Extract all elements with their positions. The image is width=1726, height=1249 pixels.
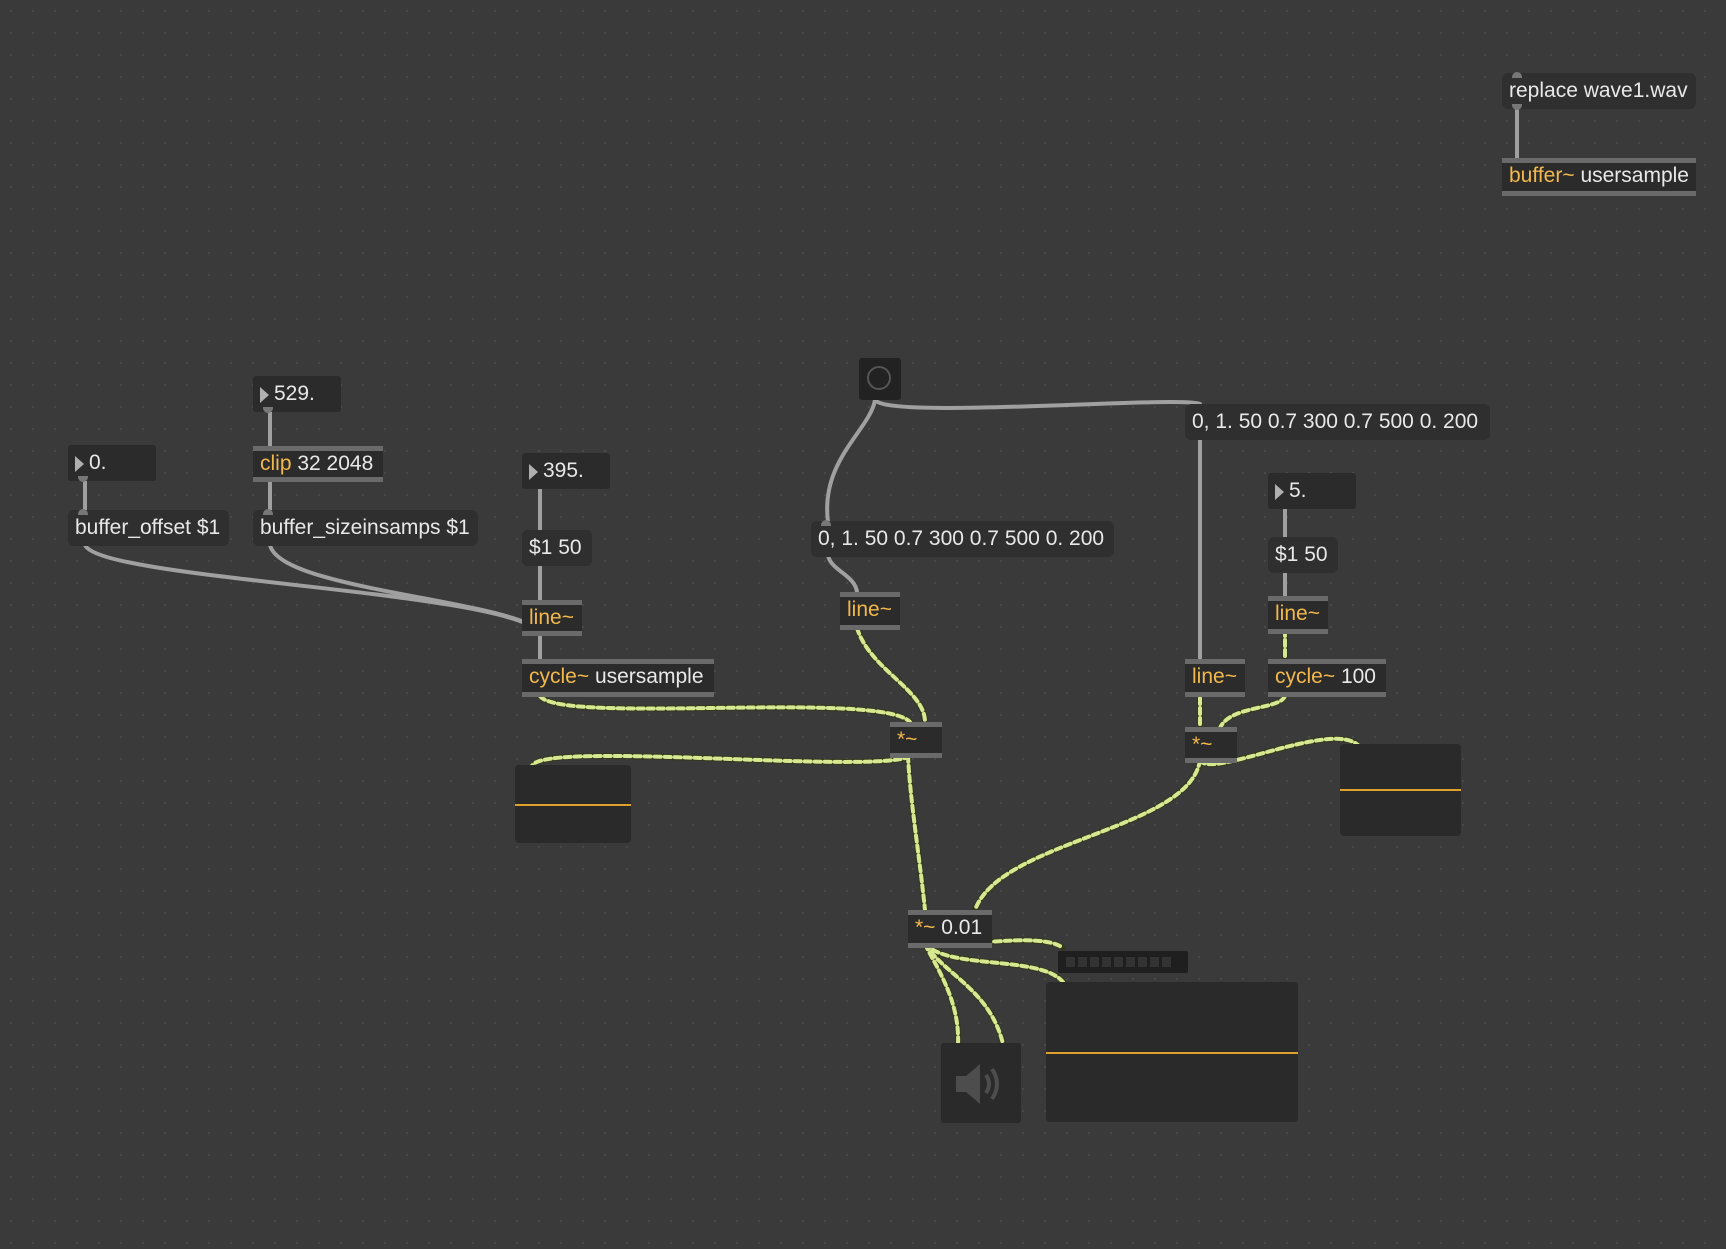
freq-number-box[interactable]: 395. [522,453,610,489]
cord-offset-to-cycle [83,543,542,634]
mod-freq-line-object[interactable]: line~ [1268,596,1328,634]
play-triangle-icon [260,387,269,403]
replace-message[interactable]: replace wave1.wav [1502,72,1696,110]
play-triangle-icon [75,456,84,472]
cord-modmult-to-gain [973,758,1202,912]
size-number-box[interactable]: 529. [253,376,341,413]
output-gain-object[interactable]: *~ 0.01 [908,910,992,948]
cord-cycle-to-mult [538,694,912,724]
cord-gain-to-scope3 [923,942,1065,984]
modulator-envelope-message[interactable]: 0, 1. 50 0.7 300 0.7 500 0. 200 [1185,404,1490,440]
scope-display-1 [515,765,631,843]
mod-mult-object[interactable]: *~ [1185,727,1237,763]
cord-mult-to-gain [906,754,927,912]
buffer-object[interactable]: buffer~ usersample [1502,158,1696,196]
clip-object[interactable]: clip 32 2048 [253,446,383,482]
cord-gain-to-dac-right [923,942,1005,1046]
cord-modcycle-to-mult [1218,694,1287,730]
freq-ramp-message[interactable]: $1 50 [522,530,592,566]
level-meter [1058,951,1188,973]
bang-icon [867,366,891,390]
bang-button[interactable] [859,358,901,400]
envelope-mult-object[interactable]: *~ [890,722,942,758]
cord-bang-to-env2 [873,398,1202,410]
size-message[interactable]: buffer_sizeinsamps $1 [253,509,478,546]
scope-display-3 [1046,982,1298,1122]
cord-gain-to-dac-left [923,942,961,1046]
envelope-line-object[interactable]: line~ [840,592,900,630]
freq-line-object[interactable]: line~ [522,600,582,636]
speaker-icon [956,1064,999,1104]
cord-env1-to-line [826,553,859,594]
play-triangle-icon [529,464,538,480]
offset-message[interactable]: buffer_offset $1 [68,509,229,546]
cord-envline-to-mult [855,626,927,724]
cord-size-to-cycle [268,543,544,634]
offset-number-box[interactable]: 0. [68,445,156,482]
mod-freq-ramp-message[interactable]: $1 50 [1268,537,1338,573]
cord-bang-to-env1 [825,398,877,524]
play-triangle-icon [1275,484,1284,500]
mod-envelope-line-object[interactable]: line~ [1185,659,1245,697]
scope-display-2 [1340,744,1461,836]
mod-cycle-object[interactable]: cycle~ 100 [1268,659,1386,697]
cycle-usersample-object[interactable]: cycle~ usersample [522,659,714,697]
dac-output[interactable] [941,1043,1021,1123]
mod-freq-number-box[interactable]: 5. [1268,473,1356,509]
envelope-message[interactable]: 0, 1. 50 0.7 300 0.7 500 0. 200 [811,520,1114,557]
